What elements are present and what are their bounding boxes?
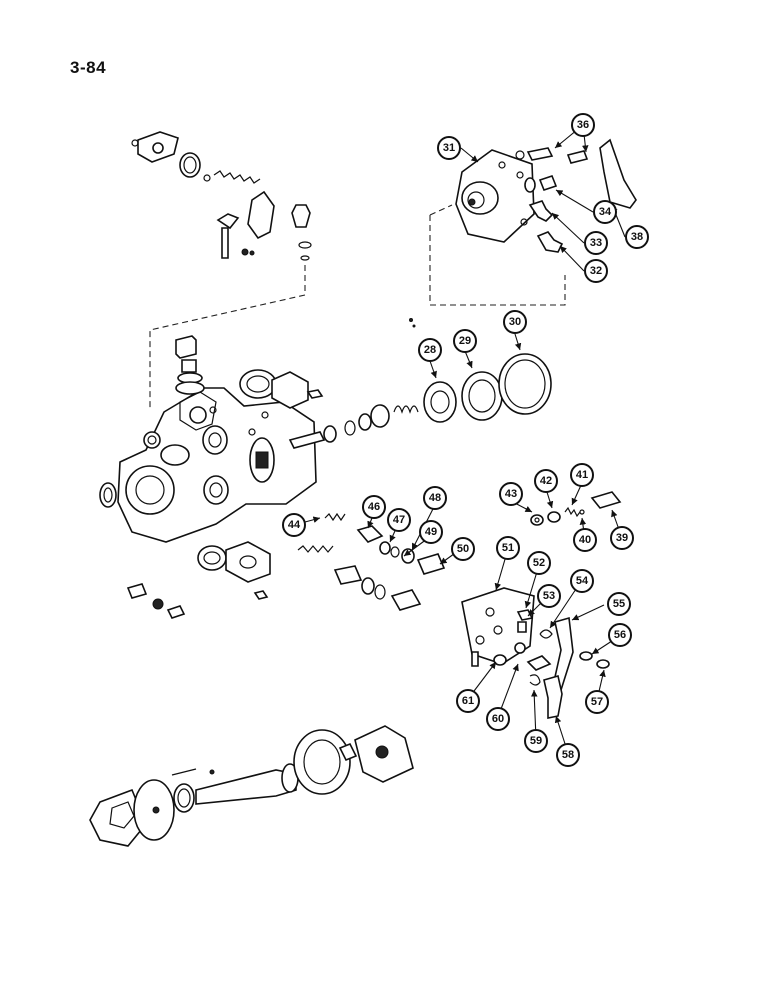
lever-plate-group: [461, 587, 610, 719]
callout-38: 38: [625, 225, 649, 249]
callout-30: 30: [503, 310, 527, 334]
callout-59-text: 59: [530, 735, 542, 747]
callout-51-text: 51: [502, 542, 514, 554]
callout-41-text: 41: [576, 469, 588, 481]
callout-38-text: 38: [631, 231, 643, 243]
callout-42-text: 42: [540, 475, 552, 487]
callout-44-text: 44: [288, 519, 301, 531]
callout-36: 36: [571, 113, 595, 137]
regulator-valve-group: [131, 131, 312, 261]
callout-50-text: 50: [457, 543, 469, 555]
callout-46-text: 46: [368, 501, 380, 513]
callout-58-text: 58: [562, 749, 574, 761]
callout-30-text: 30: [509, 316, 521, 328]
callout-60-text: 60: [492, 713, 504, 725]
callout-61-text: 61: [462, 695, 474, 707]
callout-34: 34: [593, 200, 617, 224]
callout-28: 28: [418, 338, 442, 362]
callout-40-text: 40: [579, 534, 591, 546]
callout-48-text: 48: [429, 492, 441, 504]
callout-55: 55: [607, 592, 631, 616]
valve-stack-group: [297, 512, 446, 611]
callout-43-text: 43: [505, 488, 517, 500]
callout-53-text: 53: [543, 590, 555, 602]
callout-labels: 28 29 30 31 32 33 34 36 38 39 40 41 42 4…: [282, 113, 649, 767]
callout-32-text: 32: [590, 265, 602, 277]
callout-53: 53: [537, 584, 561, 608]
callout-56: 56: [608, 623, 632, 647]
callout-50: 50: [451, 537, 475, 561]
transfer-pump-group: [288, 353, 552, 449]
callout-47: 47: [387, 508, 411, 532]
callout-57: 57: [585, 690, 609, 714]
callout-60: 60: [486, 707, 510, 731]
callout-40: 40: [573, 528, 597, 552]
assembly-guide-lines: [149, 204, 566, 410]
callout-49-text: 49: [425, 526, 437, 538]
callout-61: 61: [456, 689, 480, 713]
pump-housing: [99, 335, 317, 543]
callout-33-text: 33: [590, 237, 602, 249]
drive-shaft-assembly: [89, 725, 414, 847]
callout-29-text: 29: [459, 335, 471, 347]
fitting-group: [530, 491, 622, 526]
callout-59: 59: [524, 729, 548, 753]
callout-46: 46: [362, 495, 386, 519]
callout-54: 54: [570, 569, 594, 593]
callout-39: 39: [610, 526, 634, 550]
callout-31-text: 31: [443, 142, 455, 154]
callout-47-text: 47: [393, 514, 405, 526]
callout-51: 51: [496, 536, 520, 560]
cover-plate-group: [455, 138, 637, 253]
callout-57-text: 57: [591, 696, 603, 708]
callout-49: 49: [419, 520, 443, 544]
callout-39-text: 39: [616, 532, 628, 544]
inspection-cover: [197, 369, 324, 600]
callout-33: 33: [584, 231, 608, 255]
callout-32: 32: [584, 259, 608, 283]
callout-31: 31: [437, 136, 461, 160]
callout-34-text: 34: [599, 206, 612, 218]
callout-54-text: 54: [576, 575, 589, 587]
callout-44: 44: [282, 513, 306, 537]
callout-56-text: 56: [614, 629, 626, 641]
callout-55-text: 55: [613, 598, 625, 610]
callout-52-text: 52: [533, 557, 545, 569]
callout-52: 52: [527, 551, 551, 575]
callout-48: 48: [423, 486, 447, 510]
page-number: 3-84: [70, 58, 107, 77]
scan-specks: [409, 318, 416, 328]
callout-29: 29: [453, 329, 477, 353]
callout-43: 43: [499, 482, 523, 506]
callout-58: 58: [556, 743, 580, 767]
callout-42: 42: [534, 469, 558, 493]
callout-41: 41: [570, 463, 594, 487]
small-hardware: [126, 583, 186, 619]
callout-36-text: 36: [577, 119, 589, 131]
callout-28-text: 28: [424, 344, 436, 356]
